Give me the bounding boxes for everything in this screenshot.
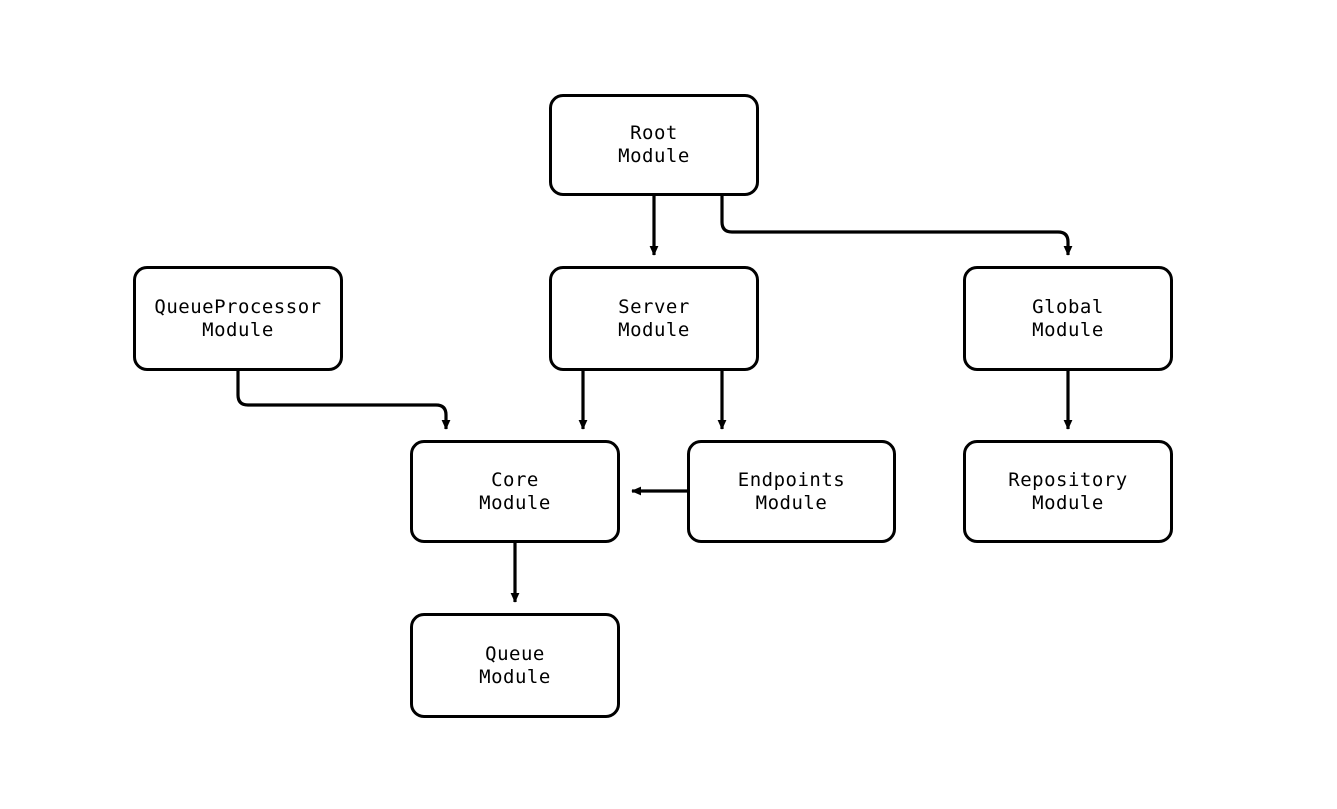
node-label-line1: Repository — [1008, 468, 1128, 491]
node-label-line1: Server — [618, 295, 690, 318]
node-label-line2: Module — [618, 318, 690, 341]
node-server-module[interactable]: Server Module — [549, 266, 759, 371]
node-label-line2: Module — [618, 145, 690, 167]
edge-queueprocessor-to-core — [236, 371, 451, 430]
edge-root-to-global — [720, 196, 1073, 256]
node-label-line2: Module — [755, 491, 828, 514]
node-label-line1: Global — [1032, 295, 1104, 318]
node-label-line2: Module — [479, 665, 551, 688]
node-core-module[interactable]: Core Module — [410, 440, 620, 543]
node-root-module[interactable]: Root Module — [549, 94, 759, 196]
node-queue-module[interactable]: Queue Module — [410, 613, 620, 718]
node-label-line2: Module — [202, 318, 274, 341]
node-endpoints-module[interactable]: Endpoints Module — [687, 440, 896, 543]
node-label-line1: Queue — [485, 642, 545, 665]
node-label-line2: Module — [1032, 318, 1104, 341]
node-label-line2: Module — [1032, 491, 1104, 514]
node-label-line1: Root — [630, 122, 678, 144]
node-label-line1: Endpoints — [737, 468, 846, 491]
node-queueprocessor-module[interactable]: QueueProcessor Module — [133, 266, 343, 371]
node-label-line1: QueueProcessor — [154, 295, 322, 318]
node-label-line1: Core — [491, 468, 539, 491]
node-label-line2: Module — [479, 491, 551, 514]
node-global-module[interactable]: Global Module — [963, 266, 1173, 371]
node-repository-module[interactable]: Repository Module — [963, 440, 1173, 543]
